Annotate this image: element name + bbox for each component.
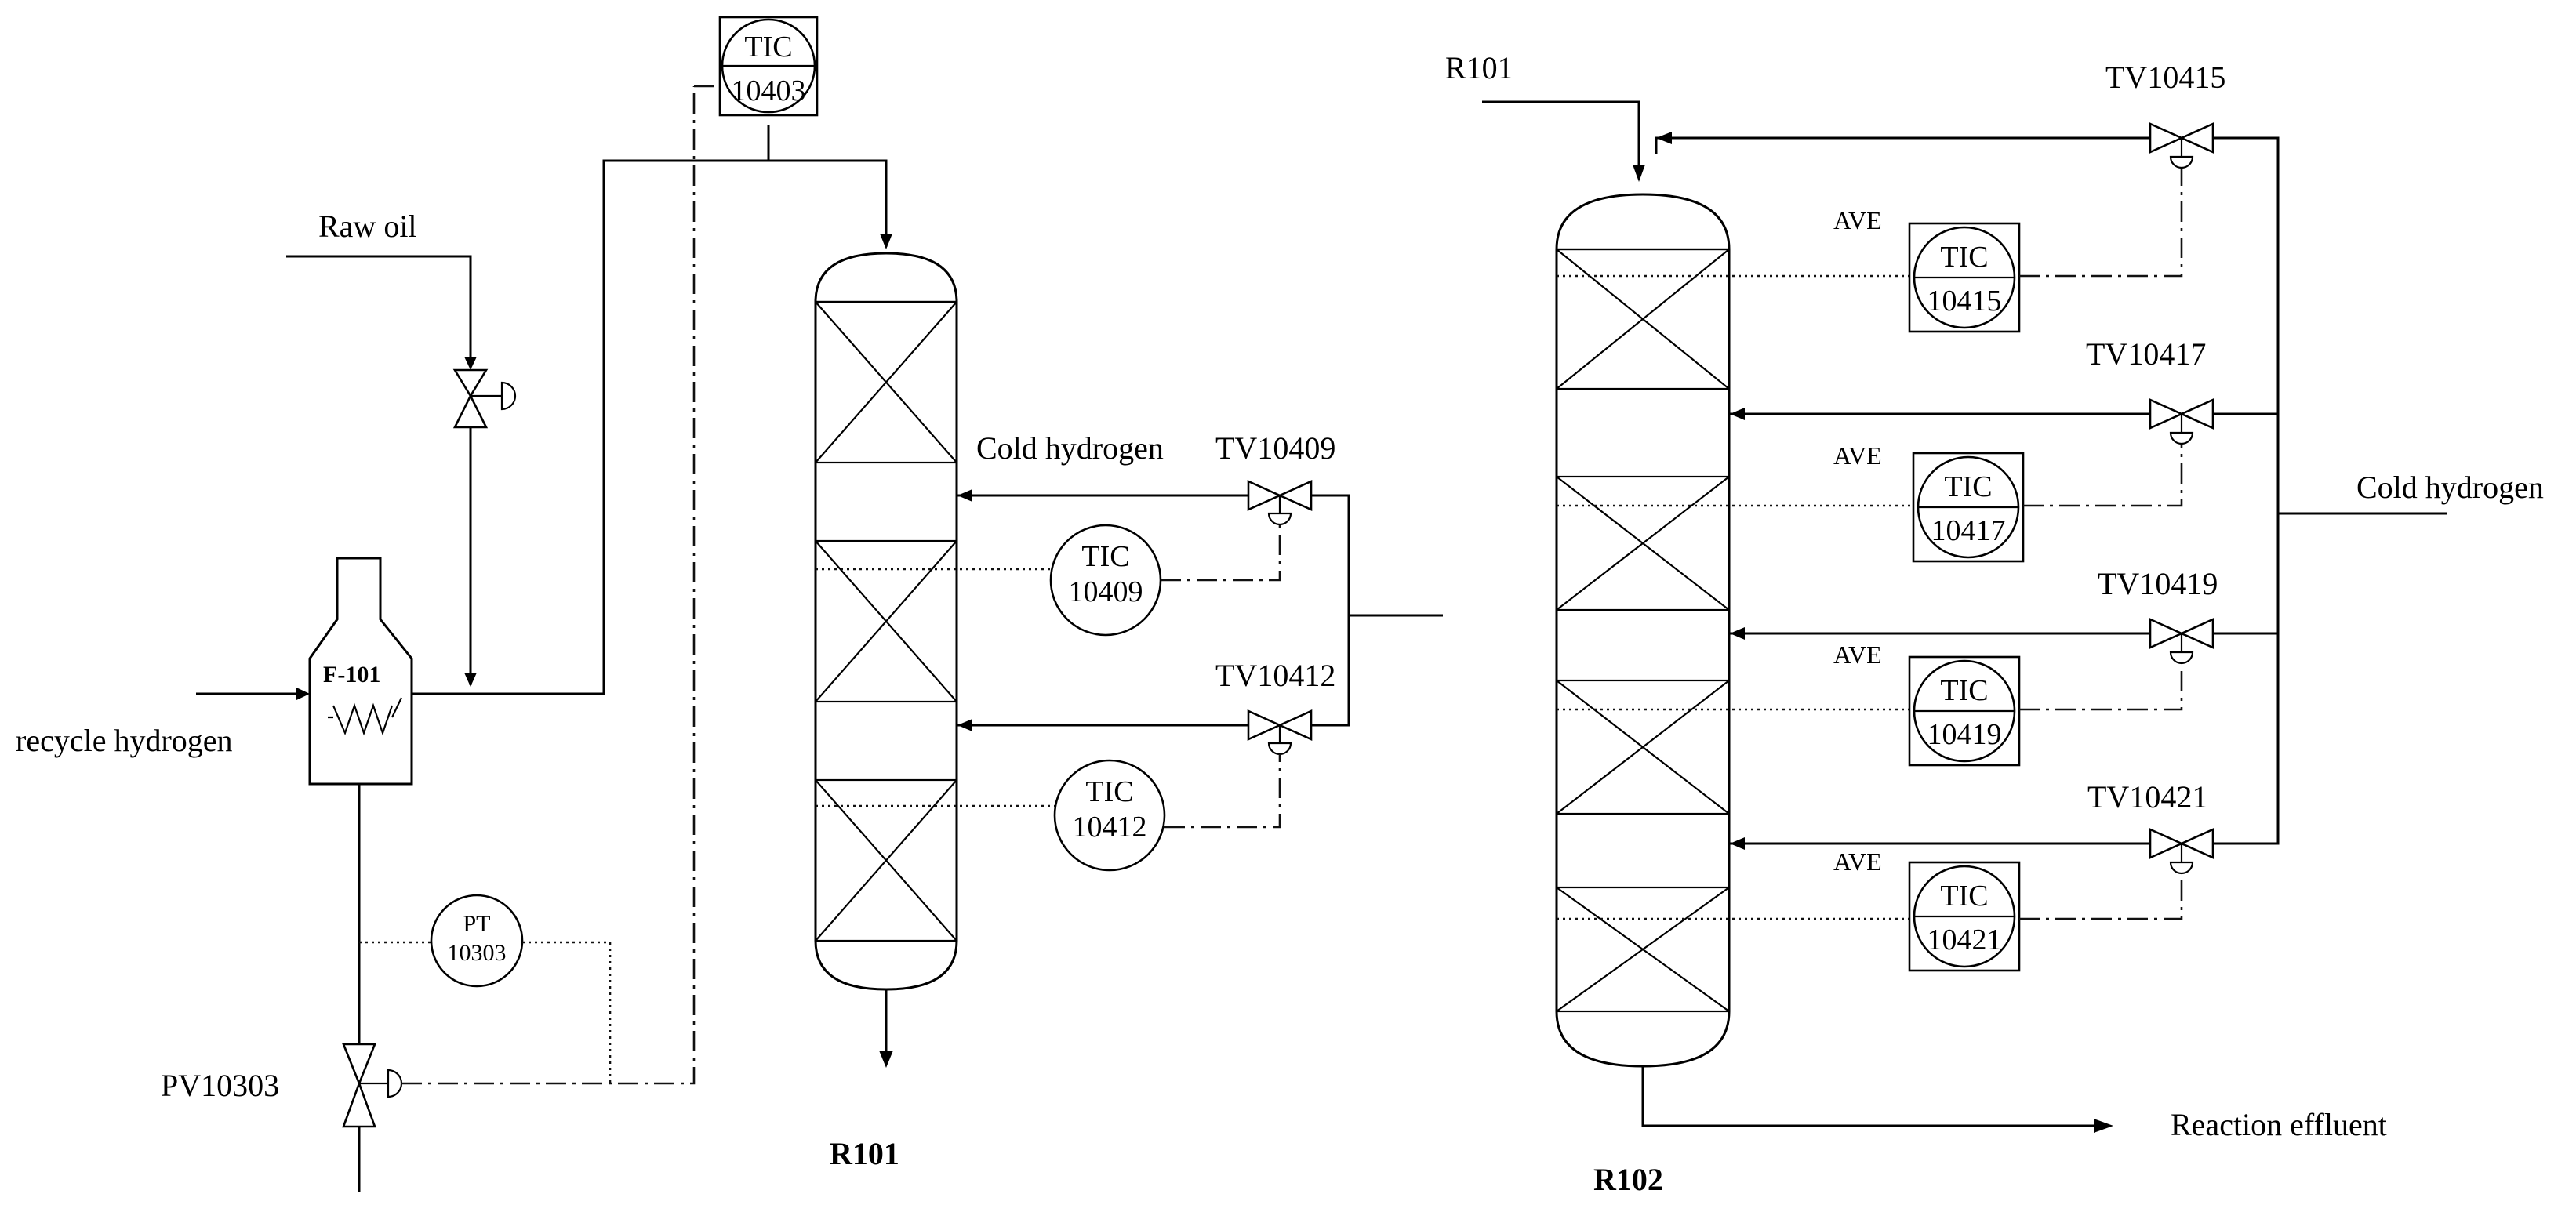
tv10417-valve[interactable] (2149, 397, 2214, 445)
r101-inlet-arrow (880, 234, 892, 249)
tv10419-arrow (1730, 627, 1745, 640)
furnace-label: F-101 (323, 662, 380, 688)
tv10417-arrow (1730, 408, 1745, 420)
ave-label-10415: AVE (1833, 206, 1882, 234)
svg-text:TIC: TIC (1940, 241, 1988, 274)
cold-hydrogen-label-r101: Cold hydrogen (976, 430, 1164, 466)
tv10415-arrow (1656, 132, 1672, 144)
recycle-hydrogen-line (196, 688, 310, 700)
raw-oil-label: Raw oil (318, 209, 417, 244)
r102-inlet-arrow (1633, 165, 1645, 182)
cold-hydrogen-label-r102: Cold hydrogen (2356, 470, 2544, 505)
raw-oil-control-valve[interactable] (452, 368, 517, 429)
tic10417-instrument[interactable]: TIC 10417 (1912, 452, 2025, 563)
tv10417-label: TV10417 (2086, 336, 2206, 372)
tv10419-label: TV10419 (2098, 566, 2218, 601)
svg-text:TIC: TIC (1085, 775, 1133, 808)
tic10412-signal (1164, 754, 1281, 829)
tic10421-instrument[interactable]: TIC 10421 (1908, 861, 2021, 972)
raw-oil-line (286, 255, 477, 687)
tic10409-signal (1161, 525, 1281, 582)
svg-text:10409: 10409 (1069, 575, 1143, 608)
tv10421-arrow (1730, 837, 1745, 850)
tic10412-instrument[interactable]: TIC 10412 (1053, 759, 1166, 872)
tic10415-instrument[interactable]: TIC 10415 (1908, 222, 2021, 333)
svg-text:10303: 10303 (448, 940, 507, 966)
svg-text:PT: PT (463, 911, 490, 937)
tic10409-instrument[interactable]: TIC 10409 (1049, 524, 1162, 637)
tv10409-valve[interactable] (1247, 479, 1313, 526)
svg-text:10403: 10403 (732, 74, 806, 107)
tic10421-signal (2019, 875, 2183, 920)
svg-text:10419: 10419 (1927, 718, 2002, 751)
r101-quench-header (1311, 494, 1350, 727)
r102-title: R102 (1593, 1162, 1663, 1197)
tic10419-signal (2019, 665, 2183, 711)
reactor-r101[interactable] (814, 252, 958, 991)
pt10303-instrument[interactable]: PT 10303 (430, 894, 524, 988)
furnace-outlet-line (412, 159, 888, 695)
r102-quench-header (2213, 136, 2280, 845)
svg-text:TIC: TIC (1081, 540, 1129, 573)
svg-text:10417: 10417 (1931, 514, 2006, 547)
svg-text:TIC: TIC (1944, 470, 1992, 503)
tv10409-label: TV10409 (1215, 430, 1335, 466)
r102-quench-branches (2213, 412, 2278, 635)
tic10419-instrument[interactable]: TIC 10419 (1908, 655, 2021, 767)
pv10303-signal (401, 86, 696, 1085)
reactor-r102[interactable] (1555, 193, 1731, 1068)
svg-text:TIC: TIC (744, 31, 792, 64)
reaction-effluent-line (1641, 1066, 2102, 1127)
r101-title: R101 (830, 1136, 899, 1171)
tic10403-instrument[interactable]: TIC 10403 (718, 16, 819, 117)
svg-text:TIC: TIC (1940, 674, 1988, 707)
ave-label-10421: AVE (1833, 847, 1882, 876)
reaction-effluent-arrow (2094, 1119, 2113, 1133)
tv10421-valve[interactable] (2149, 827, 2214, 875)
svg-text:10415: 10415 (1927, 285, 2002, 318)
recycle-hydrogen-label: recycle hydrogen (16, 723, 233, 758)
tv10415-valve[interactable] (2149, 122, 2214, 169)
r101-outlet-arrow (879, 1051, 893, 1068)
tv10409-arrow (957, 489, 972, 502)
pv10303-valve[interactable] (342, 1043, 403, 1128)
furnace-f101[interactable] (308, 557, 413, 786)
tic10415-signal (2019, 169, 2183, 278)
r101-inlet-label: R101 (1445, 50, 1513, 85)
tv10415-line (1655, 136, 2150, 154)
ave-label-10419: AVE (1833, 640, 1882, 669)
tic10417-signal (2023, 445, 2183, 507)
tv10412-valve[interactable] (1247, 709, 1313, 756)
tv10412-label: TV10412 (1215, 658, 1335, 693)
tv10419-valve[interactable] (2149, 617, 2214, 665)
reaction-effluent-label: Reaction effluent (2171, 1107, 2387, 1142)
tv10412-arrow (957, 719, 972, 731)
tv10421-label: TV10421 (2087, 779, 2207, 815)
r101-to-r102-line (1482, 100, 1640, 176)
pt10303-signal (522, 941, 612, 1083)
tv10415-label: TV10415 (2105, 60, 2225, 95)
svg-text:10421: 10421 (1927, 924, 2002, 956)
svg-text:TIC: TIC (1940, 880, 1988, 913)
svg-text:10412: 10412 (1073, 811, 1147, 844)
ave-label-10417: AVE (1833, 441, 1882, 470)
pv10303-label: PV10303 (161, 1068, 279, 1103)
